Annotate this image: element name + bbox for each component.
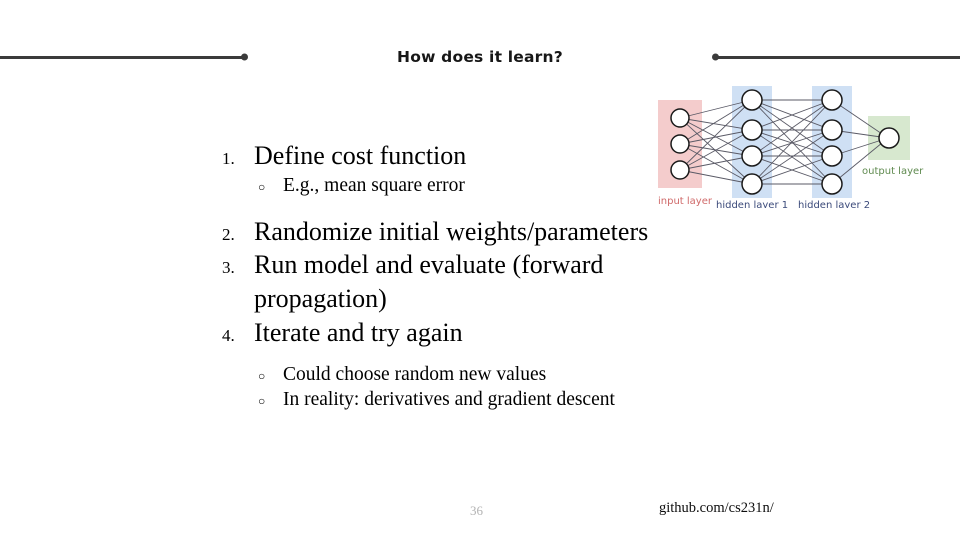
list-item-text: Define cost function: [254, 141, 467, 170]
spacer: [218, 351, 678, 363]
source-attribution: github.com/cs231n/: [659, 500, 774, 516]
sub-list-item-text: Could choose random new values: [283, 363, 547, 385]
neural-network-figure: input layer hidden layer 1 hidden layer …: [640, 78, 950, 208]
hidden-layer-2-label: hidden layer 2: [798, 200, 870, 208]
page-title: How does it learn?: [397, 48, 563, 66]
list-item: 2. Randomize initial weights/parameters: [218, 216, 678, 248]
sub-list-item: ○ Could choose random new values: [218, 363, 678, 388]
spacer: [218, 199, 678, 216]
list-marker: 4.: [222, 325, 235, 345]
list-item-text: Run model and evaluate (forward: [254, 250, 604, 280]
output-layer-node: [878, 127, 900, 149]
circle-bullet-icon: ○: [258, 368, 266, 383]
input-layer-nodes: [670, 108, 690, 180]
hidden-layer-2-nodes: [821, 89, 843, 195]
list-marker: 1.: [222, 149, 235, 168]
page-number: 36: [470, 503, 483, 518]
input-layer-label: input layer: [658, 196, 713, 207]
sub-list-item-text: E.g., mean square error: [283, 174, 465, 196]
list-item: 3. Run model and evaluate (forward: [218, 249, 678, 281]
sub-list-item-text: In reality: derivatives and gradient des…: [283, 388, 615, 410]
sub-list-item: ○ In reality: derivatives and gradient d…: [218, 388, 678, 413]
edges-input-to-hidden1: [679, 99, 753, 185]
list-marker: 3.: [222, 258, 235, 278]
slide-body: 1. Define cost function ○ E.g., mean squ…: [218, 140, 678, 412]
sub-list-item: ○ E.g., mean square error: [218, 174, 678, 199]
hidden-layer-1-nodes: [741, 89, 763, 195]
list-item-text: Randomize initial weights/parameters: [254, 216, 649, 246]
list-item: 1. Define cost function: [218, 140, 678, 172]
list-item: 4. Iterate and try again: [218, 317, 678, 349]
list-item-text: Iterate and try again: [254, 317, 463, 347]
title-rule-right: [715, 55, 960, 59]
list-item-continuation: propagation): [218, 283, 678, 315]
output-layer-label: output layer: [862, 166, 924, 177]
list-item-text: propagation): [254, 284, 387, 314]
circle-bullet-icon: ○: [258, 393, 266, 408]
slide-title-band: How does it learn?: [0, 44, 960, 70]
edges-hidden1-to-hidden2: [751, 99, 833, 185]
list-marker: 2.: [222, 224, 235, 244]
circle-bullet-icon: ○: [258, 179, 266, 194]
title-rule-left: [0, 55, 245, 59]
hidden-layer-1-label: hidden layer 1: [716, 200, 788, 208]
